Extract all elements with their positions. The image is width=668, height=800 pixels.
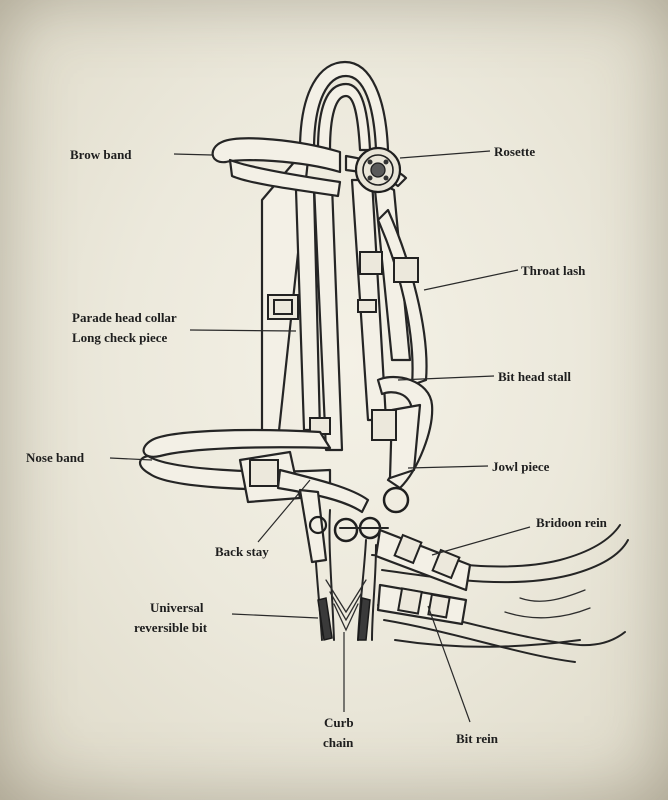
leader-parade-head-collar	[189, 329, 297, 332]
label-throat-lash: Throat lash	[521, 263, 586, 278]
leader-jowl-piece	[407, 465, 489, 469]
label-nose-band: Nose band	[26, 450, 85, 465]
label-brow-band: Brow band	[70, 147, 132, 162]
leader-throat-lash	[423, 269, 519, 291]
label-bridoon-rein: Bridoon rein	[536, 515, 608, 530]
leader-nose-band	[109, 457, 153, 461]
rein-buckles-drawing	[374, 528, 472, 626]
rosette-drawing	[354, 146, 402, 194]
leader-brow-band	[173, 153, 213, 156]
buckles-drawing	[267, 251, 419, 441]
label-reversible-bit: reversible bit	[134, 620, 208, 635]
leader-bridoon-rein	[431, 526, 531, 556]
label-curb: Curb	[324, 715, 354, 730]
leader-rosette	[399, 150, 491, 159]
label-chain: chain	[323, 735, 354, 750]
label-bit-head-stall: Bit head stall	[498, 369, 571, 384]
leader-bit-rein	[427, 605, 471, 723]
leader-lines	[109, 150, 531, 723]
label-bit-rein: Bit rein	[456, 731, 499, 746]
back-stay-drawing	[298, 488, 328, 564]
leader-universal-bit	[231, 613, 319, 619]
labels: Brow band Rosette Throat lash Parade hea…	[26, 144, 608, 750]
label-rosette: Rosette	[494, 144, 535, 159]
label-jowl-piece: Jowl piece	[492, 459, 550, 474]
label-long-check-piece: Long check piece	[72, 330, 168, 345]
label-parade-head-collar: Parade head collar	[72, 310, 177, 325]
leader-bit-head-stall	[397, 375, 495, 381]
leader-back-stay	[257, 479, 311, 543]
label-universal: Universal	[150, 600, 204, 615]
label-back-stay: Back stay	[215, 544, 269, 559]
